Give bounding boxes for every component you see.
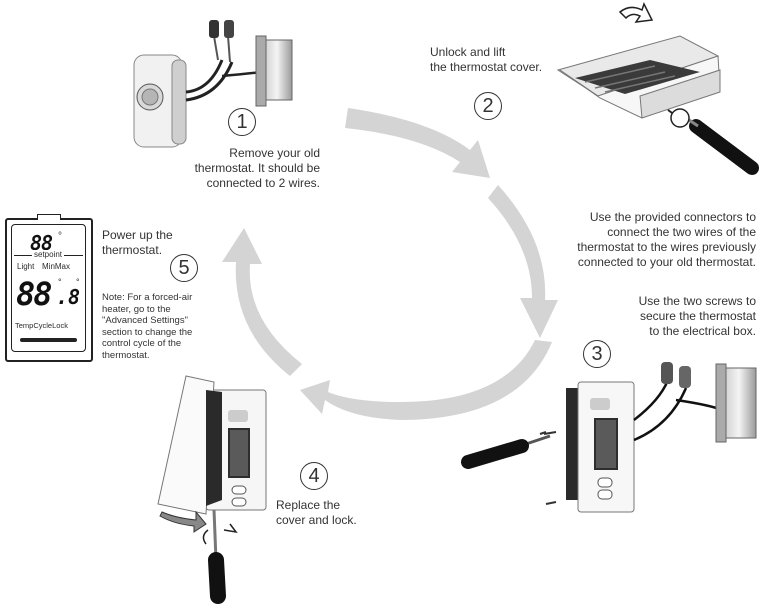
mode-label-minmax: MinMax (42, 262, 71, 271)
step-5-note-line: "Advanced Settings" (102, 315, 188, 326)
big-decimal: .8 (56, 285, 81, 309)
step-3-connectors-line: Use the provided connectors to (589, 210, 756, 224)
step-3-connectors-line: connected to your old thermostat. (577, 255, 756, 269)
step-2-text: Unlock and lift the thermostat cover. (430, 45, 570, 75)
bottom-labels: TempCycleLock (15, 321, 68, 331)
step-5-number: 5 (170, 254, 198, 282)
step-1-text: Remove your old thermostat. It should be… (160, 146, 320, 191)
step-3-line: secure the thermostat (639, 309, 756, 323)
step-5-line: Power up the (102, 228, 173, 242)
step-5-note-line: control cycle of the (102, 338, 182, 349)
step-5-note: Note: For a forced-air heater, go to the… (102, 292, 220, 361)
label-lock: Lock (52, 321, 68, 330)
step-5-note-line: thermostat. (102, 349, 150, 361)
big-digits: 88 (16, 275, 53, 313)
display-screen: 88 ° setpoint Light MinMax 88 .8 ° ° Tem… (11, 224, 86, 352)
step-3-line: Use the two screws to (638, 294, 756, 308)
step-2-line: Unlock and lift (430, 45, 506, 59)
flow-arrow-2-to-3 (488, 185, 558, 338)
step-4-line: Replace the (276, 498, 341, 512)
cover-lift-illustration (556, 2, 759, 175)
step-4-line: cover and lock. (276, 513, 357, 527)
step-4-number: 4 (300, 462, 328, 490)
step-1-number: 1 (228, 108, 256, 136)
secondary-degree-symbol: ° (76, 277, 80, 287)
step-2-line: the thermostat cover. (430, 60, 543, 74)
flow-arrow-1-to-2 (345, 108, 490, 178)
step-1-line: thermostat. It should be (194, 161, 320, 175)
replace-cover-illustration (157, 375, 267, 604)
step-3-connectors-line: connect the two wires of the (607, 225, 756, 239)
step-3-text: Use the two screws to secure the thermos… (596, 294, 756, 339)
display-bar (20, 338, 77, 342)
step-4-text: Replace the cover and lock. (276, 498, 396, 528)
step-5-note-line: section to change the (102, 326, 193, 338)
secure-thermostat-illustration (461, 362, 757, 513)
step-3-number: 3 (583, 340, 611, 368)
step-1-line: connected to 2 wires. (206, 176, 320, 190)
step-5-text: Power up the thermostat. (102, 228, 212, 258)
display-tab (37, 214, 61, 220)
step-3-connectors-line: thermostat to the wires previously (577, 240, 756, 254)
label-cycle: Cycle (33, 321, 53, 330)
thermostat-display: 88 ° setpoint Light MinMax 88 .8 ° ° Tem… (5, 214, 93, 362)
step-5-note-line: heater, go to the (102, 303, 171, 315)
step-2-number: 2 (474, 92, 502, 120)
step-5-note-line: Note: For a forced-air (102, 292, 193, 303)
top-degree-symbol: ° (58, 231, 62, 242)
top-digits: 88 (30, 231, 53, 255)
mode-label-light: Light (17, 262, 35, 271)
flow-arrow-3-to-4 (300, 340, 552, 420)
old-thermostat-illustration (133, 20, 293, 148)
big-degree-symbol: ° (58, 277, 62, 287)
flow-arrow-4-to-5 (222, 228, 302, 376)
step-3-line: to the electrical box. (649, 324, 756, 338)
step-3-connectors-text: Use the provided connectors to connect t… (548, 210, 756, 270)
step-5-line: thermostat. (102, 243, 163, 257)
setpoint-label: setpoint (32, 250, 65, 260)
step-1-line: Remove your old (229, 146, 320, 160)
label-temp: Temp (15, 321, 34, 330)
